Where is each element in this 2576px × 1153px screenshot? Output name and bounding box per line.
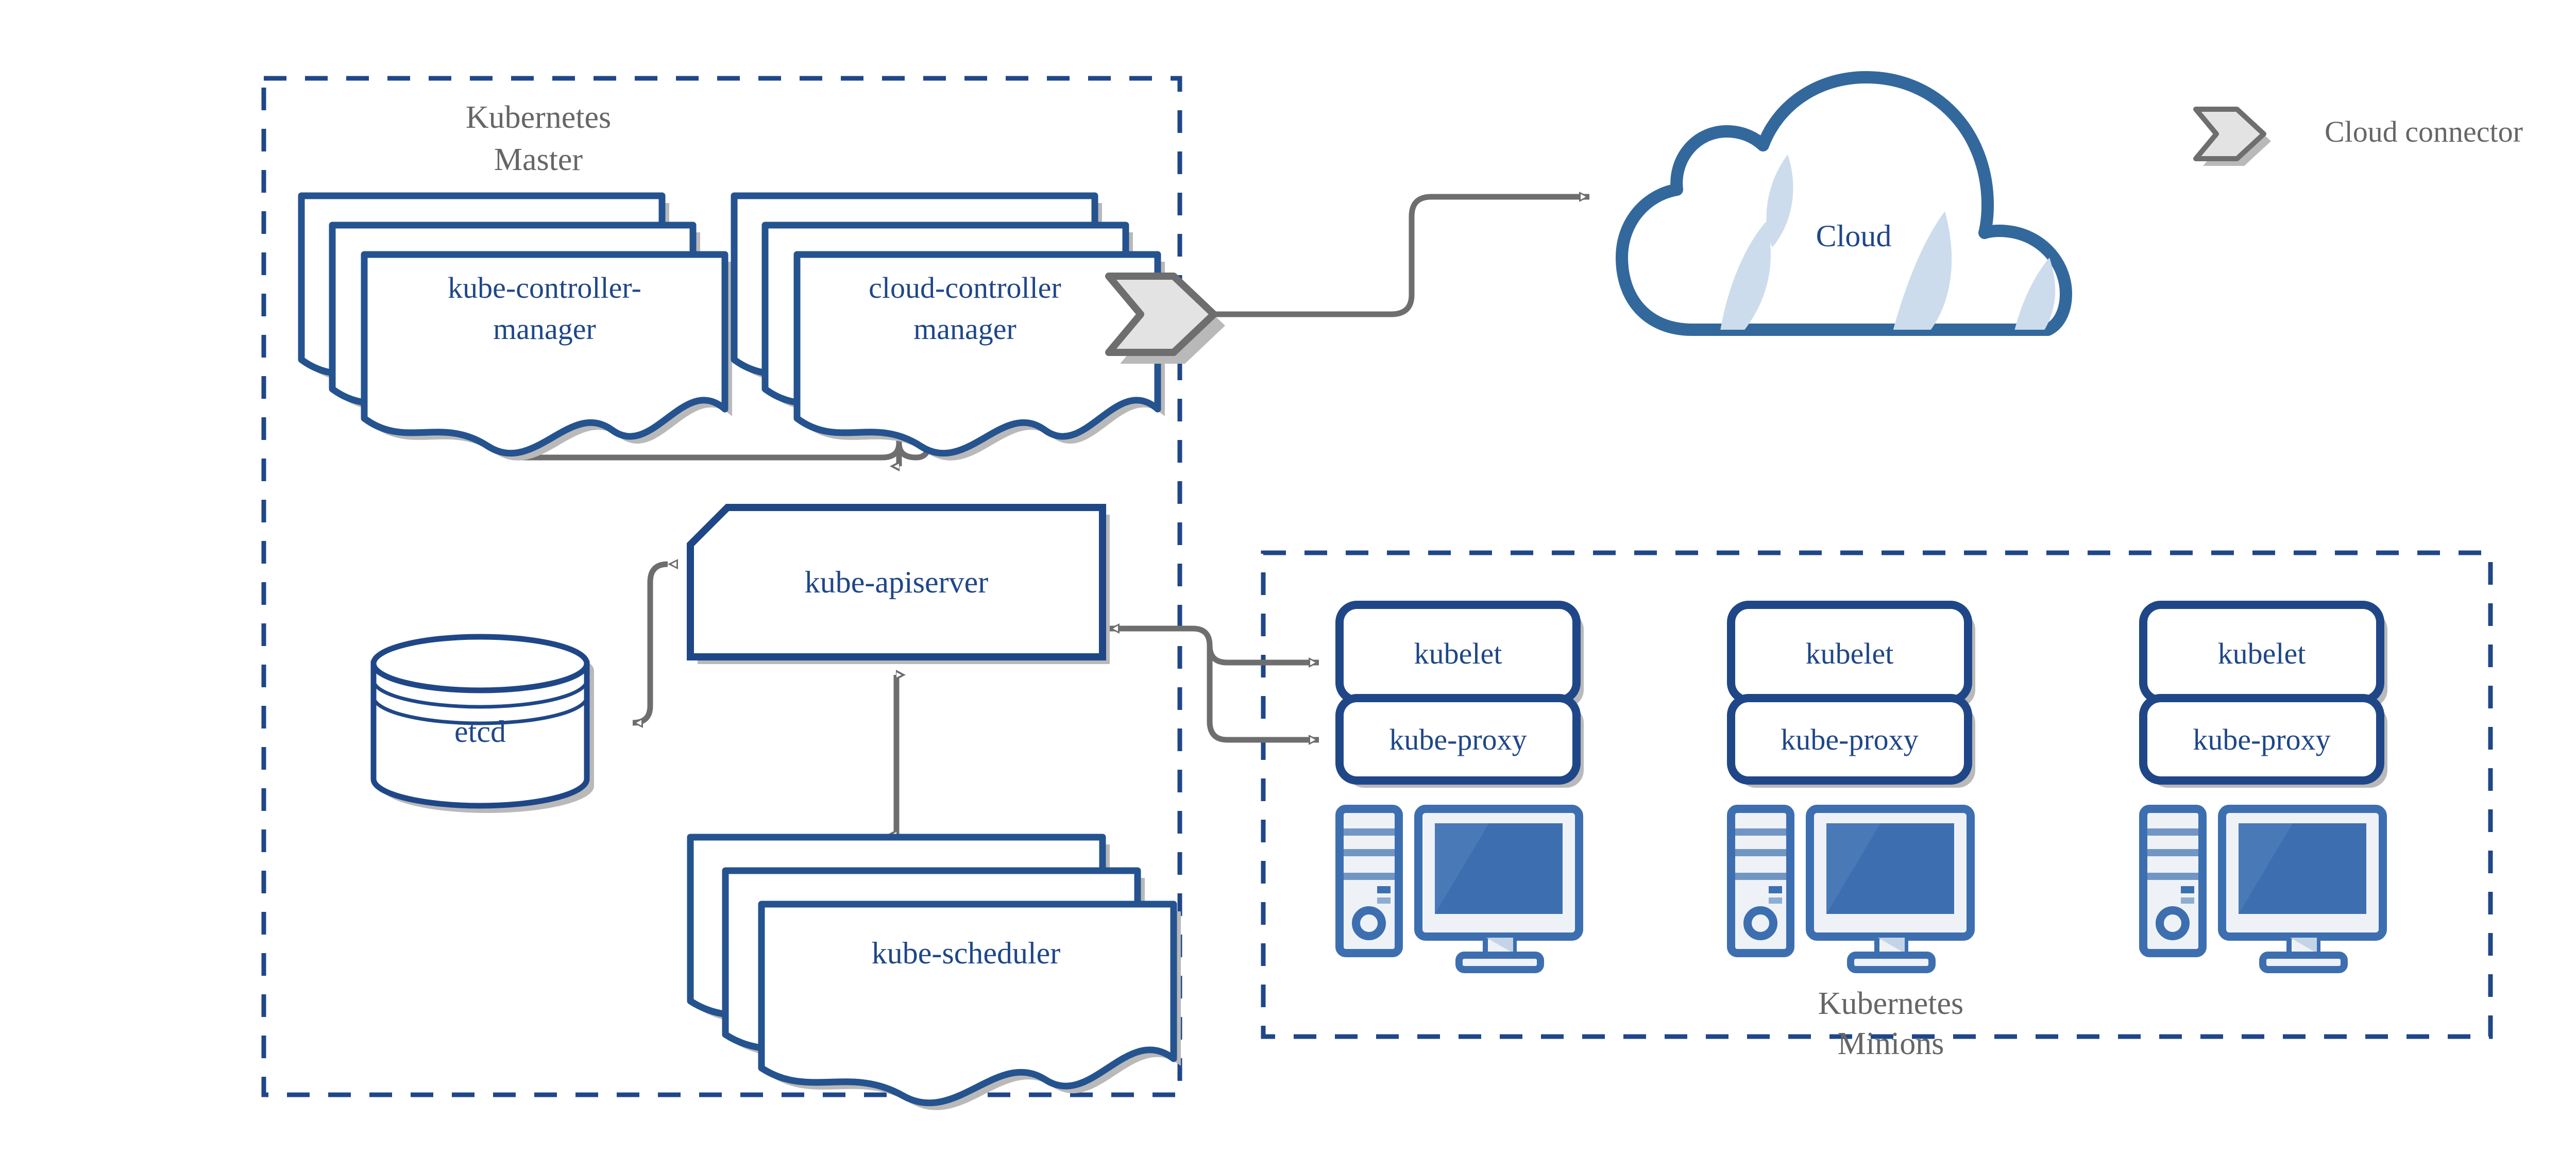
kube-scheduler-shape[interactable]: kube-scheduler — [687, 834, 1181, 1110]
desktop-computer-icon-3 — [2139, 805, 2387, 973]
etcd-label: etcd — [454, 715, 506, 749]
minion-node-1: kubelet kube-proxy — [1335, 601, 1584, 973]
kube-scheduler-label: kube-scheduler — [872, 936, 1061, 970]
cloud-controller-manager-shape[interactable]: cloud-controller manager — [731, 192, 1165, 461]
cloud-wedge-accents — [1720, 155, 2056, 330]
kube-apiserver-shape[interactable]: kube-apiserver — [687, 504, 1110, 664]
legend-cloud-connector-icon — [2193, 107, 2271, 166]
cloud-label: Cloud — [1816, 219, 1892, 253]
kubelet-label-1: kubelet — [1414, 637, 1502, 670]
kube-proxy-label-2: kube-proxy — [1781, 723, 1918, 756]
connector-apiserver-to-node-agents — [1109, 623, 1319, 745]
desktop-computer-icon-1 — [1335, 805, 1583, 973]
desktop-computer-icon-2 — [1727, 805, 1975, 973]
kube-apiserver-label: kube-apiserver — [805, 565, 989, 599]
kubelet-box-3[interactable]: kubelet — [2139, 601, 2387, 707]
kubernetes-master-label-line2: Master — [494, 142, 583, 177]
minion-node-3: kubelet kube-proxy — [2139, 601, 2387, 973]
kubelet-label-3: kubelet — [2218, 637, 2306, 670]
cloud-connector-chevron-icon[interactable] — [1105, 273, 1225, 364]
kubelet-box-1[interactable]: kubelet — [1335, 601, 1584, 707]
legend-label: Cloud connector — [2325, 115, 2523, 148]
kubelet-box-2[interactable]: kubelet — [1727, 601, 1975, 707]
kubernetes-minions-boundary — [1261, 550, 2493, 1039]
cloud-controller-manager-label-line1: cloud-controller — [869, 271, 1061, 304]
kube-proxy-label-1: kube-proxy — [1389, 723, 1527, 756]
etcd-shape[interactable]: etcd — [370, 634, 594, 813]
connector-apiserver-to-etcd — [632, 558, 679, 728]
kube-controller-manager-label-line1: kube-controller- — [448, 271, 641, 304]
kube-proxy-label-3: kube-proxy — [2193, 723, 2330, 756]
legend: Cloud connector — [2193, 107, 2523, 166]
connector-cloudconnector-to-cloud — [1202, 192, 1589, 317]
kubernetes-minions-label-line1: Kubernetes — [1818, 986, 1963, 1021]
kube-proxy-box-2[interactable]: kube-proxy — [1727, 694, 1975, 788]
kube-proxy-box-1[interactable]: kube-proxy — [1335, 694, 1584, 788]
minion-node-2: kubelet kube-proxy — [1727, 601, 1975, 973]
kube-proxy-box-3[interactable]: kube-proxy — [2139, 694, 2387, 788]
kubelet-label-2: kubelet — [1806, 637, 1894, 670]
kube-controller-manager-shape[interactable]: kube-controller- manager — [298, 192, 732, 461]
kubernetes-master-boundary — [261, 76, 1182, 1097]
kubernetes-master-label-line1: Kubernetes — [466, 100, 611, 135]
cloud-shape[interactable]: Cloud — [1616, 71, 2072, 336]
kube-controller-manager-label-line2: manager — [493, 312, 596, 346]
kubernetes-minions-label-line2: Minions — [1838, 1026, 1944, 1061]
cloud-controller-manager-label-line2: manager — [913, 312, 1016, 346]
